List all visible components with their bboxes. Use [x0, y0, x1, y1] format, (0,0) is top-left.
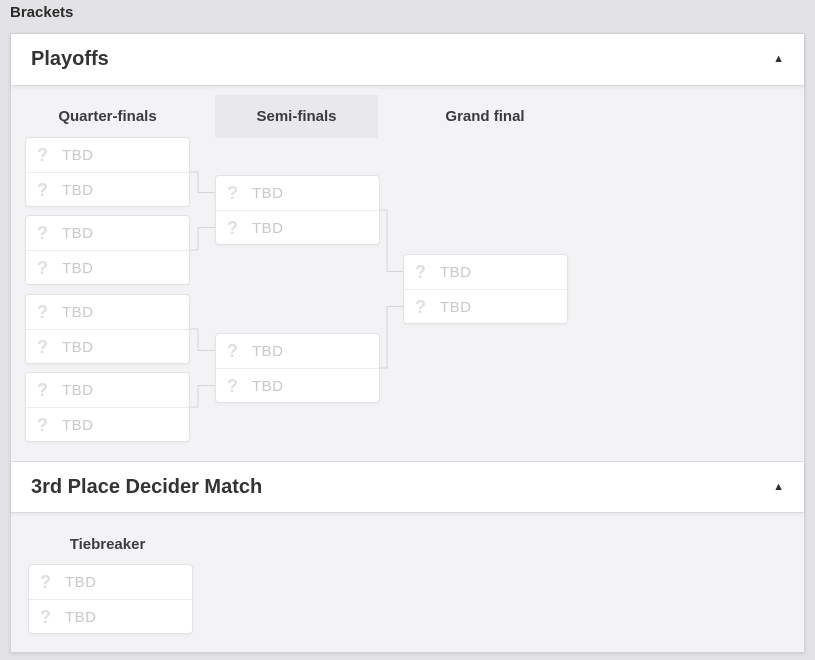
participant-name: TBD [62, 259, 94, 277]
match-tiebreaker[interactable]: ? TBD ? TBD [28, 564, 193, 634]
participant-slot[interactable]: ? TBD [29, 599, 192, 634]
participant-slot[interactable]: ? TBD [26, 172, 189, 207]
participant-name: TBD [62, 146, 94, 164]
participant-name: TBD [65, 573, 97, 591]
participant-slot[interactable]: ? TBD [404, 255, 567, 289]
unknown-participant-icon: ? [37, 301, 48, 322]
unknown-participant-icon: ? [40, 571, 51, 592]
unknown-participant-icon: ? [227, 217, 238, 238]
participant-name: TBD [62, 303, 94, 321]
participant-slot[interactable]: ? TBD [26, 250, 189, 285]
playoffs-section-title: Playoffs [31, 48, 109, 70]
participant-name: TBD [252, 184, 284, 202]
round-label-tiebreaker[interactable]: Tiebreaker [69, 536, 146, 553]
participant-name: TBD [65, 608, 97, 626]
participant-slot[interactable]: ? TBD [26, 373, 189, 407]
collapse-icon[interactable]: ▲ [773, 480, 784, 493]
unknown-participant-icon: ? [415, 296, 426, 317]
match-semi-final-1[interactable]: ? TBD ? TBD [215, 175, 380, 245]
participant-name: TBD [440, 263, 472, 281]
participant-slot[interactable]: ? TBD [216, 368, 379, 403]
participant-name: TBD [62, 416, 94, 434]
participant-slot[interactable]: ? TBD [26, 138, 189, 172]
participant-slot[interactable]: ? TBD [26, 329, 189, 364]
third-place-section-title: 3rd Place Decider Match [31, 475, 263, 498]
participant-slot[interactable]: ? TBD [26, 407, 189, 442]
participant-name: TBD [252, 342, 284, 360]
round-label-semi-finals[interactable]: Semi-finals [215, 95, 378, 138]
participant-name: TBD [440, 298, 472, 316]
participant-slot[interactable]: ? TBD [216, 334, 379, 368]
match-semi-final-2[interactable]: ? TBD ? TBD [215, 333, 380, 403]
collapse-icon[interactable]: ▲ [773, 53, 784, 65]
match-grand-final[interactable]: ? TBD ? TBD [403, 254, 568, 324]
unknown-participant-icon: ? [227, 375, 238, 396]
third-place-bracket: Tiebreaker ? TBD ? TBD [11, 513, 804, 652]
participant-slot[interactable]: ? TBD [26, 295, 189, 329]
page-title: Brackets [10, 4, 74, 21]
participant-name: TBD [252, 219, 284, 237]
unknown-participant-icon: ? [40, 606, 51, 627]
unknown-participant-icon: ? [37, 222, 48, 243]
participant-slot[interactable]: ? TBD [29, 565, 192, 599]
participant-name: TBD [62, 338, 94, 356]
participant-name: TBD [62, 381, 94, 399]
unknown-participant-icon: ? [415, 261, 426, 282]
participant-slot[interactable]: ? TBD [216, 176, 379, 210]
match-quarter-final-4[interactable]: ? TBD ? TBD [25, 372, 190, 442]
unknown-participant-icon: ? [37, 179, 48, 200]
participant-name: TBD [252, 377, 284, 395]
unknown-participant-icon: ? [37, 257, 48, 278]
participant-name: TBD [62, 181, 94, 199]
unknown-participant-icon: ? [37, 144, 48, 165]
unknown-participant-icon: ? [37, 379, 48, 400]
unknown-participant-icon: ? [227, 340, 238, 361]
round-label-grand-final[interactable]: Grand final [445, 108, 525, 125]
playoffs-bracket: Quarter-finals Semi-finals Grand final ?… [11, 87, 804, 461]
playoffs-section-header[interactable]: Playoffs ▲ [11, 34, 804, 86]
unknown-participant-icon: ? [227, 182, 238, 203]
participant-slot[interactable]: ? TBD [404, 289, 567, 324]
third-place-section-header[interactable]: 3rd Place Decider Match ▲ [11, 461, 804, 513]
round-label-quarter-finals[interactable]: Quarter-finals [58, 108, 157, 125]
participant-slot[interactable]: ? TBD [216, 210, 379, 245]
match-quarter-final-3[interactable]: ? TBD ? TBD [25, 294, 190, 364]
unknown-participant-icon: ? [37, 414, 48, 435]
brackets-card: Playoffs ▲ Quarter-finals Semi-finals Gr… [10, 33, 805, 653]
match-quarter-final-2[interactable]: ? TBD ? TBD [25, 215, 190, 285]
bracket-connector-lines [190, 171, 404, 408]
unknown-participant-icon: ? [37, 336, 48, 357]
participant-slot[interactable]: ? TBD [26, 216, 189, 250]
participant-name: TBD [62, 224, 94, 242]
match-quarter-final-1[interactable]: ? TBD ? TBD [25, 137, 190, 207]
